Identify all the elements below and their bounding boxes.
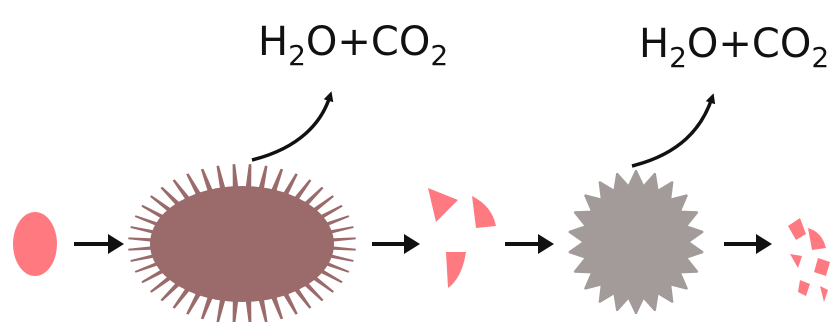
curved-arrow-icon xyxy=(631,93,716,168)
right-arrow-icon xyxy=(505,234,554,254)
degraded-spiky-particle xyxy=(568,170,704,314)
curved-arrow-icon xyxy=(251,91,334,162)
initial-particle xyxy=(13,212,57,276)
swollen-spiky-particle xyxy=(128,164,356,322)
right-arrow-icon xyxy=(724,234,772,254)
particle-fragments xyxy=(428,188,496,288)
right-arrow-icon xyxy=(372,234,420,254)
product-formula-1: H2O+CO2 xyxy=(258,19,449,72)
final-fragments xyxy=(788,218,830,302)
right-arrow-icon xyxy=(74,234,124,254)
product-formula-2: H2O+CO2 xyxy=(639,21,830,74)
